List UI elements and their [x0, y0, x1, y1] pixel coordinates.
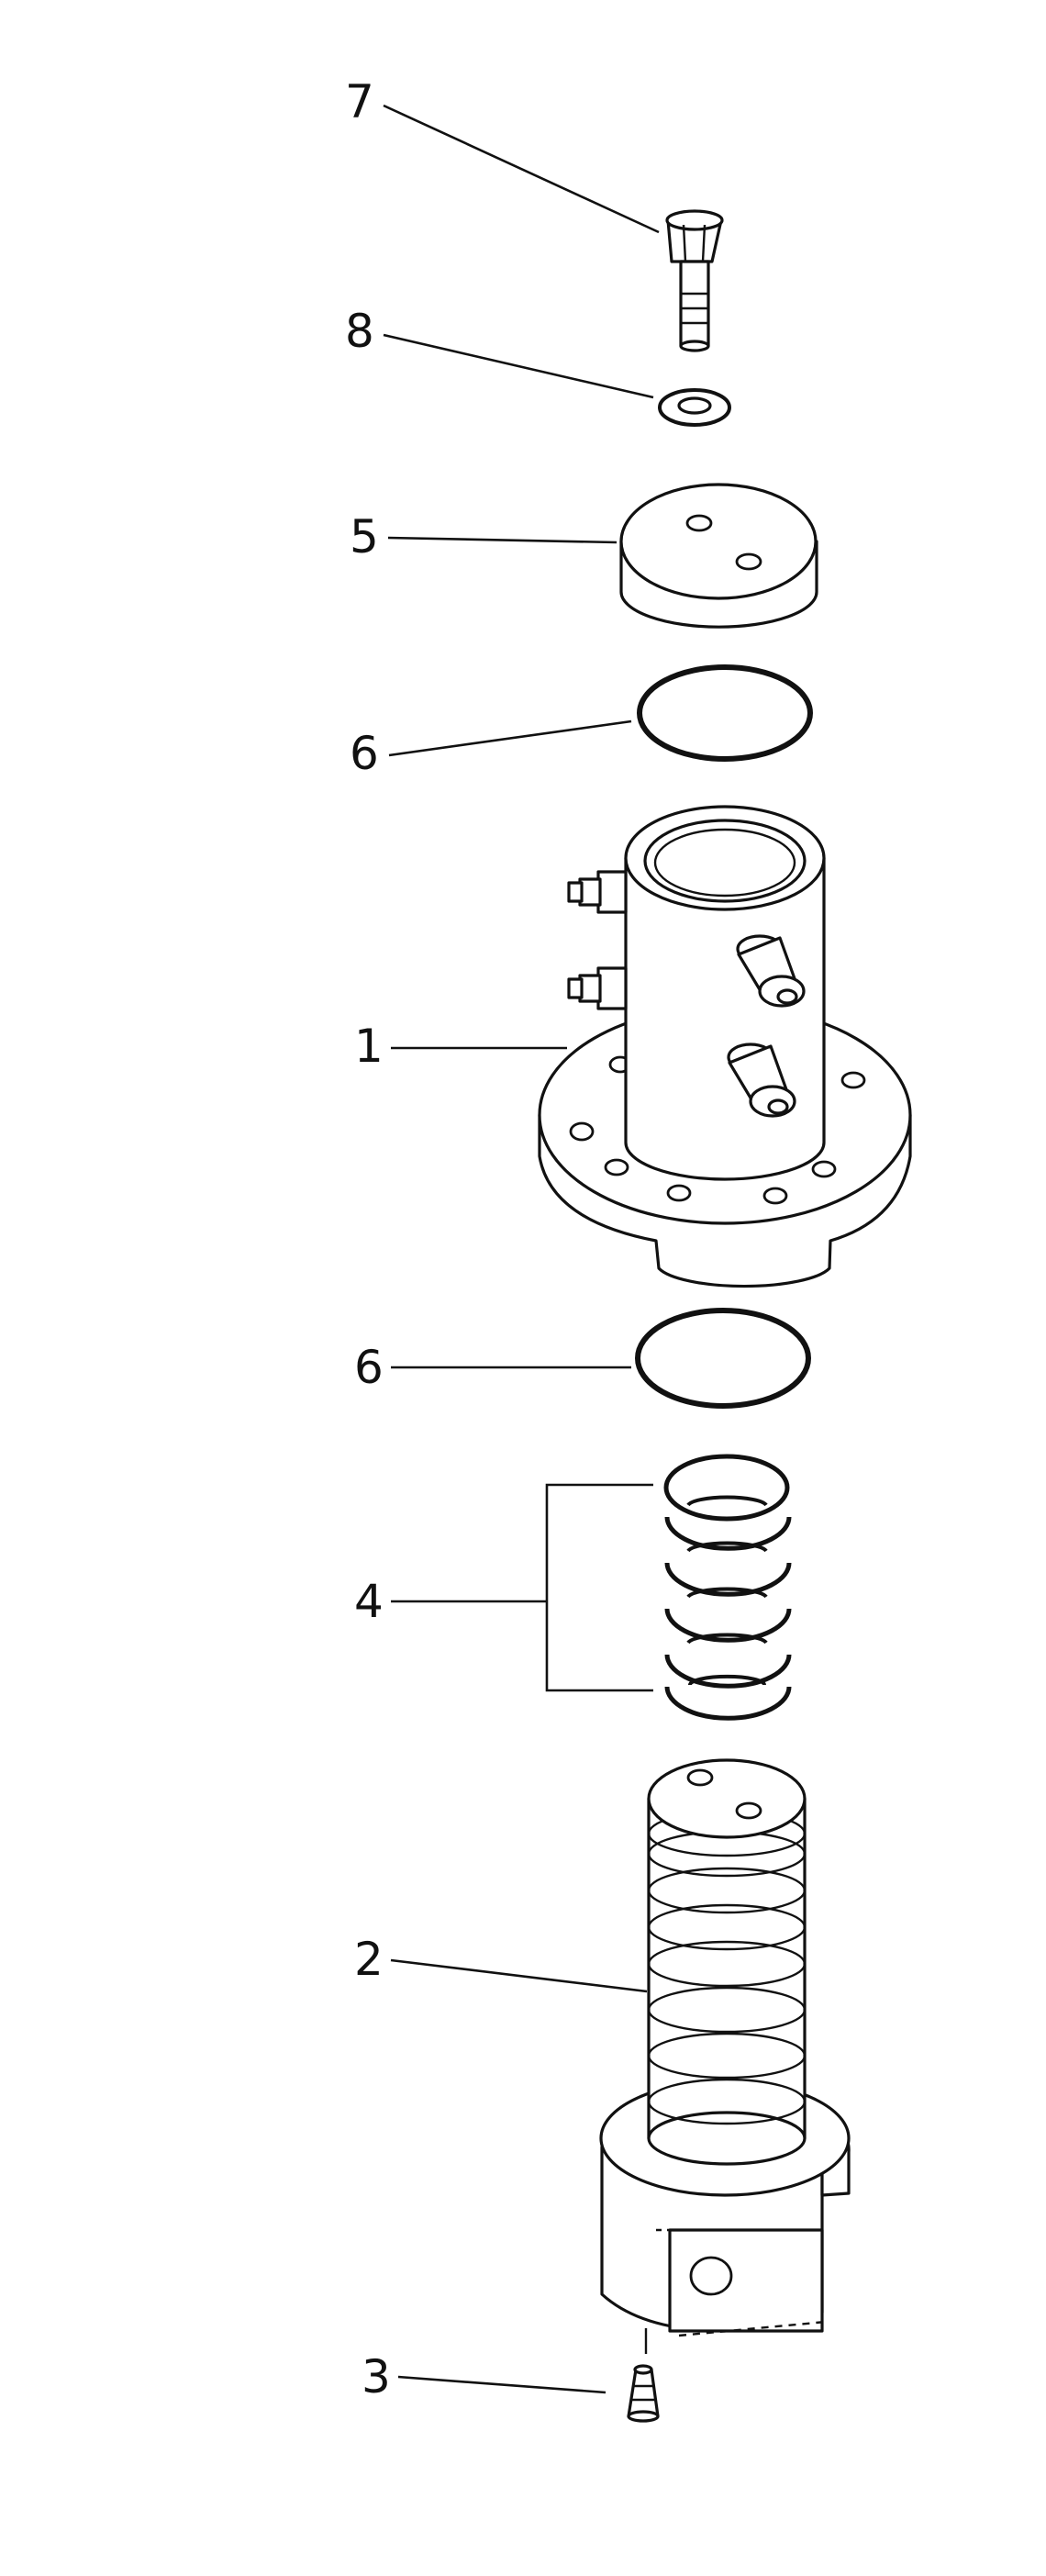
part-5-cover-plate	[619, 483, 818, 629]
fitting-left-lower	[567, 966, 628, 1010]
callout-3-label: 3	[362, 2350, 391, 2403]
part-3-plug	[627, 2364, 660, 2423]
leader-line-3	[397, 2375, 606, 2394]
leader-line-5	[387, 536, 618, 544]
part-2-spool	[599, 1758, 851, 2354]
leader-lines	[383, 104, 660, 2394]
callout-2-label: 2	[354, 1933, 384, 1986]
callout-6-label-top: 6	[350, 727, 379, 780]
part-4-seal-rings	[663, 1454, 792, 1721]
part-6-o-ring-bottom	[635, 1308, 811, 1409]
leader-line-8	[383, 333, 654, 399]
callout-1-label: 1	[354, 1020, 384, 1073]
part-8-washer	[658, 388, 731, 427]
fitting-front-upper	[736, 934, 806, 1008]
fitting-front-lower	[727, 1043, 796, 1118]
callout-6-label-bottom: 6	[354, 1341, 384, 1394]
callout-8-label: 8	[345, 305, 374, 358]
callout-5-label: 5	[350, 510, 379, 563]
callout-4-label: 4	[354, 1575, 384, 1628]
part-7-bolt	[665, 209, 724, 352]
leader-line-7	[383, 104, 660, 234]
leader-line-6-top	[388, 719, 632, 757]
bracket-4	[545, 1483, 653, 1692]
part-6-o-ring-top	[637, 664, 813, 762]
leader-line-2	[390, 1958, 648, 1993]
part-1-housing	[538, 805, 912, 1288]
fitting-left-upper	[567, 870, 628, 914]
callout-7-label: 7	[345, 75, 374, 128]
